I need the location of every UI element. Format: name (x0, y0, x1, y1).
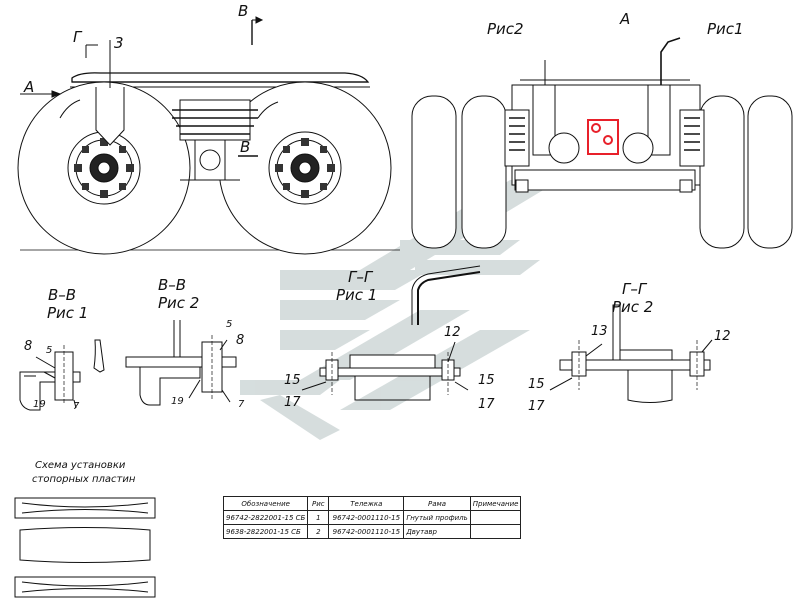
callout-3: 3 (114, 34, 124, 52)
section-g-label: Г (73, 28, 82, 46)
section-b-side-label: В (240, 138, 251, 156)
spec-cell (469, 510, 522, 525)
section-gg1 (301, 265, 481, 401)
rear-view-fig2: Рис2 (487, 20, 524, 38)
section-vv1 (19, 339, 105, 411)
section-vv2-title: В–В (158, 276, 187, 294)
vv1-callout-7: 7 (73, 401, 80, 412)
vv2-callout-7: 7 (238, 399, 245, 410)
spec-header-designation: Обозначение (222, 496, 309, 511)
spec-header-note: Примечание (469, 496, 522, 511)
gg1-callout-17-left: 17 (284, 395, 301, 410)
spec-cell: 9638-2822001-15 СБ (222, 524, 309, 539)
rear-view-title: А (620, 10, 631, 28)
vv2-callout-8: 8 (236, 333, 245, 348)
side-view (17, 16, 400, 255)
stop-plates-scheme (14, 497, 156, 598)
spec-header-fig: Рис (307, 496, 330, 511)
gg2-callout-17: 17 (528, 399, 545, 414)
spec-cell: Двутавр (403, 524, 471, 539)
spec-table: Обозначение Рис Тележка Рама Примечание … (222, 496, 522, 539)
section-gg2 (549, 304, 713, 403)
gg2-callout-12: 12 (714, 329, 731, 344)
section-gg2-title: Г–Г (622, 280, 647, 298)
gg1-callout-17-right: 17 (478, 397, 495, 412)
gg2-callout-13: 13 (591, 324, 608, 339)
section-vv2 (125, 320, 237, 406)
vv2-callout-5: 5 (226, 319, 233, 330)
spec-cell (469, 524, 522, 539)
vv1-callout-5: 5 (46, 345, 53, 356)
gg1-callout-15-left: 15 (284, 373, 301, 388)
vv2-callout-19: 19 (171, 396, 184, 407)
spec-header-frame: Рама (403, 496, 471, 511)
section-gg2-fig: Рис 2 (612, 298, 654, 316)
section-gg1-title: Г–Г (348, 268, 373, 286)
spec-table-header-row: Обозначение Рис Тележка Рама Примечание (222, 496, 522, 511)
gg1-callout-12: 12 (444, 325, 461, 340)
spec-cell: Гнутый профиль (403, 510, 471, 525)
section-vv1-title: В–В (48, 286, 77, 304)
watermark-logo (240, 180, 560, 440)
scheme-title-line2: стопорных пластин (32, 474, 136, 485)
spec-cell: 1 (307, 510, 330, 525)
gg1-callout-15-right: 15 (478, 373, 495, 388)
gg2-callout-15: 15 (528, 377, 545, 392)
vv1-callout-19: 19 (33, 399, 46, 410)
section-gg1-fig: Рис 1 (336, 286, 378, 304)
rear-view-fig1: Рис1 (707, 20, 744, 38)
section-vv2-fig: Рис 2 (158, 294, 200, 312)
table-row: 96742-2822001-15 СБ 1 96742-0001110-15 Г… (222, 510, 522, 525)
spec-cell: 96742-0001110-15 (328, 510, 405, 525)
vv1-callout-8: 8 (24, 339, 33, 354)
spec-cell: 96742-2822001-15 СБ (222, 510, 309, 525)
section-vv1-fig: Рис 1 (47, 304, 89, 322)
table-row: 9638-2822001-15 СБ 2 96742-0001110-15 Дв… (222, 524, 522, 539)
scheme-title-line1: Схема установки (35, 460, 126, 471)
spec-cell: 2 (307, 524, 330, 539)
spec-cell: 96742-0001110-15 (328, 524, 405, 539)
view-arrow-a-label: А (24, 78, 35, 96)
spec-header-bogie: Тележка (328, 496, 405, 511)
rear-view (411, 37, 793, 249)
section-b-top-label: В (238, 2, 249, 20)
